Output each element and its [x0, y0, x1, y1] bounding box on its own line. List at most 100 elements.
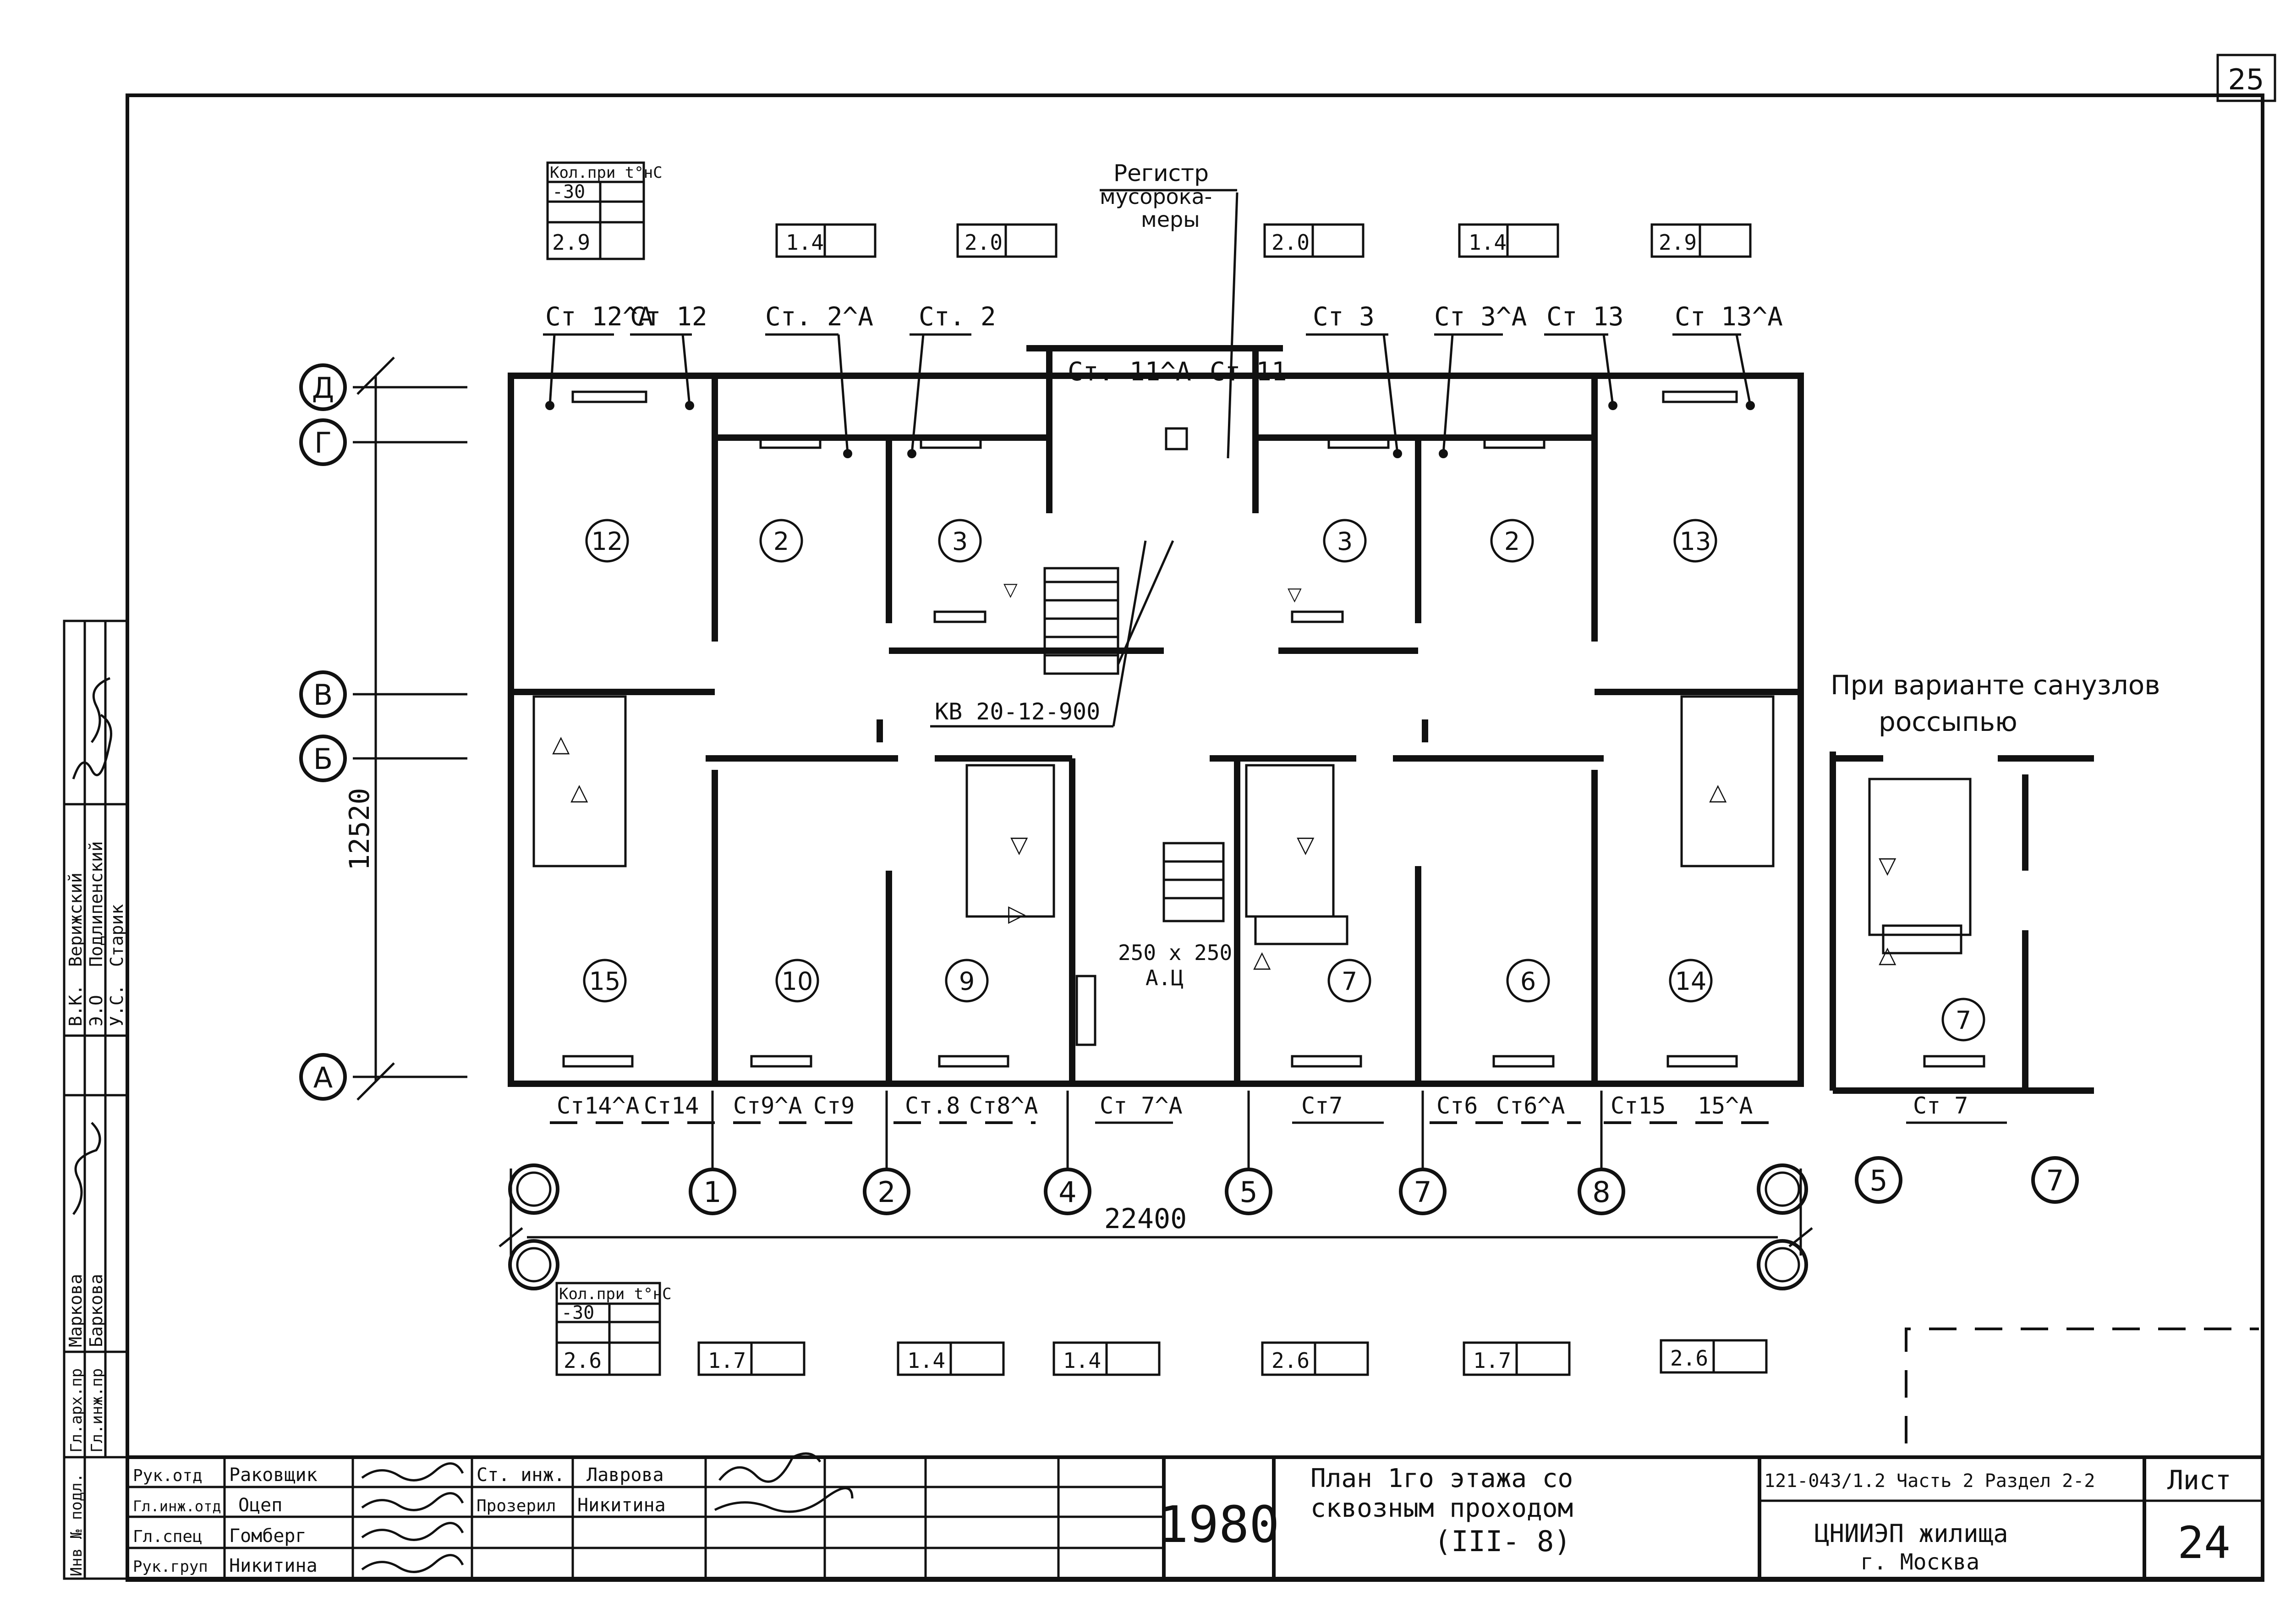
- riser-st14: Ст14: [644, 1092, 699, 1119]
- heater-bottom-v4: 1.4: [1063, 1348, 1101, 1373]
- room-10: 10: [782, 967, 813, 996]
- heater-bottom-v2: 1.7: [708, 1348, 746, 1373]
- room-2-left: 2: [773, 527, 789, 556]
- signature-3: [361, 1522, 464, 1541]
- heater-bottom-header: Кол.при t°нС: [559, 1285, 672, 1303]
- heater-top-header: Кол.при t°нС: [550, 164, 663, 182]
- signature-side-2: [90, 677, 110, 743]
- plan-notes: Регистр мусорока- меры КВ 20-12-900 250 …: [930, 160, 2160, 990]
- axis-alt-col-5: 5: [1869, 1164, 1887, 1197]
- heater-top-v2: 1.4: [786, 230, 824, 255]
- axis-col-7: 7: [1414, 1175, 1431, 1209]
- heater-bottom-v1: 2.6: [564, 1348, 602, 1373]
- tb-role6: Прозерил: [477, 1497, 556, 1515]
- riser-st12: Ст 12: [630, 302, 707, 332]
- riser-st2a: Ст. 2^А: [765, 302, 873, 332]
- heater-table-top: Кол.при t°нС -30 2.9 1.4 2.0 2.0 1.4 2.9: [546, 161, 1752, 260]
- room-3-right: 3: [1337, 527, 1353, 556]
- tb-name3: Гомберг: [229, 1525, 307, 1547]
- note-duct: 250 x 250: [1118, 940, 1232, 965]
- riser-st3a: Ст 3^А: [1434, 302, 1527, 332]
- riser-st7-variant: Ст 7: [1913, 1092, 1968, 1119]
- note-registr-2: мусорока-: [1100, 184, 1212, 209]
- axis-col-2: 2: [877, 1175, 895, 1209]
- svg-text:△: △: [1709, 779, 1727, 805]
- room-2-right: 2: [1504, 527, 1520, 556]
- signature-5: [718, 1452, 822, 1483]
- heater-top-temp: -30: [552, 181, 585, 203]
- riser-st8a: Ст8^А: [969, 1092, 1038, 1119]
- heater-top-v1: 2.9: [552, 230, 590, 255]
- riser-st12a: Ст 12^А: [545, 302, 653, 332]
- tb-title-l2: сквозным проходом: [1310, 1493, 1573, 1523]
- heater-table-bottom: Кол.при t°нС -30 2.6 1.7 1.4 1.4 2.6 1.7…: [555, 1282, 1768, 1376]
- tb-code: 121-043/1.2 Часть 2 Раздел 2-2: [1764, 1470, 2095, 1492]
- riser-st6: Ст6: [1436, 1092, 1478, 1119]
- room-markers: 12 2 3 3 2 13 15 10 9 7 6 14 7: [583, 519, 1985, 1042]
- bathroom-blocks: △ △ ▽ ▽ △ ▷ △ ▽ △ ▽ ▽: [532, 579, 1972, 972]
- riser-st13a: Ст 13^А: [1675, 302, 1783, 332]
- signature-1: [361, 1462, 464, 1481]
- sheet-number-top: 25: [2228, 63, 2264, 96]
- riser-st7a: Ст 7^А: [1100, 1092, 1183, 1119]
- riser-st11a: Ст. 11^А: [1068, 357, 1191, 387]
- tb-org: ЦНИИЭП жилища: [1814, 1519, 2008, 1548]
- room-12: 12: [592, 527, 623, 556]
- heater-bottom-v6: 1.7: [1473, 1348, 1511, 1373]
- heater-top-v6: 2.9: [1659, 230, 1697, 255]
- sheet-frame: [126, 93, 2264, 1582]
- title-block: Рук.отд Раковщик Гл.инж.отд Оцеп Гл.спец…: [126, 1452, 2264, 1580]
- column-axis-markers: 1 2 4 5 7 8 5 7: [508, 1091, 2079, 1290]
- svg-text:▷: ▷: [1008, 900, 1026, 927]
- note-variant: При варианте санузлов: [1831, 669, 2160, 701]
- signature-2: [361, 1492, 464, 1511]
- stamp-eo-name: Подлипенский: [86, 841, 106, 967]
- stamp-vk: В.К.: [66, 984, 86, 1026]
- tb-sheet-label: Лист: [2167, 1465, 2231, 1496]
- sheet-number-box: [2216, 54, 2276, 102]
- axis-row-v: В: [313, 678, 333, 712]
- riser-st2: Ст. 2: [919, 302, 996, 332]
- svg-text:▽: ▽: [1879, 852, 1896, 878]
- tb-title-l1: План 1го этажа со: [1310, 1464, 1573, 1493]
- tb-name6: Никитина: [577, 1495, 666, 1516]
- riser-labels-top: Ст 12^А Ст 12 Ст. 2^А Ст. 2 Ст. 11^А Ст …: [545, 302, 1783, 387]
- cut-line: [1905, 1328, 2259, 1443]
- riser-st13: Ст 13: [1546, 302, 1624, 332]
- stamp-inv: Инв № подл.: [67, 1473, 86, 1576]
- tb-name4: Никитина: [229, 1555, 318, 1576]
- svg-text:△: △: [570, 779, 588, 805]
- side-stamp: В.К. Верижский Э.О Подлипенский У.С. Ста…: [63, 620, 129, 1580]
- svg-text:▽: ▽: [1010, 831, 1028, 858]
- riser-st6a: Ст6^А: [1496, 1092, 1565, 1119]
- axis-col-4: 4: [1058, 1175, 1076, 1209]
- axis-col-8: 8: [1592, 1175, 1610, 1209]
- radiators: [562, 390, 1985, 1068]
- tb-name2: Оцеп: [238, 1495, 282, 1516]
- room-13: 13: [1680, 527, 1711, 556]
- note-registr: Регистр: [1113, 160, 1209, 187]
- note-variant-2: россыпью: [1879, 706, 2017, 737]
- riser-st9a: Ст9^А: [733, 1092, 802, 1119]
- tb-year: 1980: [1158, 1495, 1280, 1554]
- building-walls: [508, 345, 1804, 1087]
- svg-text:△: △: [552, 730, 570, 757]
- tb-role4: Рук.груп: [133, 1558, 208, 1576]
- riser-st11: Ст 11: [1210, 357, 1287, 387]
- svg-text:△: △: [1879, 941, 1896, 968]
- riser-st8: Ст.8: [905, 1092, 960, 1119]
- tb-role3: Гл.спец: [133, 1527, 203, 1546]
- tb-name5: Лаврова: [586, 1465, 664, 1486]
- variant-plan: [1830, 752, 2094, 1094]
- heater-bottom-v5: 2.6: [1272, 1348, 1310, 1373]
- signature-6: [714, 1487, 854, 1513]
- heater-bottom-temp: -30: [561, 1302, 594, 1323]
- signature-side-1: [72, 713, 112, 779]
- tb-name1: Раковщик: [229, 1465, 318, 1486]
- axis-alt-col-7: 7: [2046, 1164, 2064, 1197]
- note-kv: КВ 20-12-900: [935, 698, 1100, 725]
- heater-top-v4: 2.0: [1272, 230, 1310, 255]
- row-axis-markers: Д Г В Б А: [299, 363, 347, 1101]
- tb-role2: Гл.инж.отд: [133, 1498, 221, 1515]
